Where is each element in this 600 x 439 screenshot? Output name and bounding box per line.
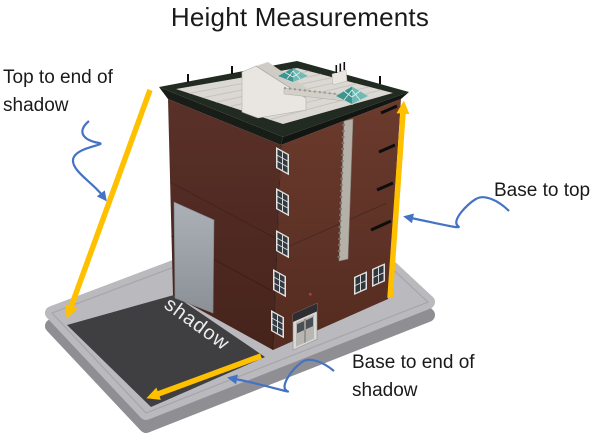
concrete-panel	[173, 201, 215, 314]
measurement-arrows	[65, 89, 410, 400]
label-base-to-top: Base to top	[494, 180, 591, 201]
measure-arrow-base-to-end-of-shadow	[146, 353, 262, 400]
pointer-arrow-base-to-top	[403, 196, 510, 229]
ladder	[337, 118, 354, 262]
chimney	[331, 62, 348, 86]
pointer-arrow-base-to-end-of-shadow	[227, 358, 335, 393]
door	[292, 302, 318, 351]
skylight-icon	[334, 86, 370, 105]
pointer-arrow-top-to-end-of-shadow	[71, 120, 107, 202]
ledge-marks	[370, 104, 398, 232]
shadow-region	[67, 295, 265, 407]
building-right-wall	[273, 99, 401, 350]
floor-seam	[275, 202, 388, 253]
pointer-arrows	[71, 120, 510, 393]
measure-arrow-top-to-end-of-shadow	[65, 89, 153, 319]
floor-seam	[169, 181, 276, 239]
parapet-posts	[187, 66, 381, 84]
skylight-icon	[276, 68, 310, 83]
alarm-light	[309, 293, 312, 296]
diagram-title: Height Measurements	[170, 2, 430, 32]
measure-arrow-base-to-top	[387, 100, 410, 299]
label-base-to-end-of-shadow: Base to end of shadow	[352, 352, 475, 401]
label-top-to-end-of-shadow: Top to end of shadow	[3, 67, 113, 116]
